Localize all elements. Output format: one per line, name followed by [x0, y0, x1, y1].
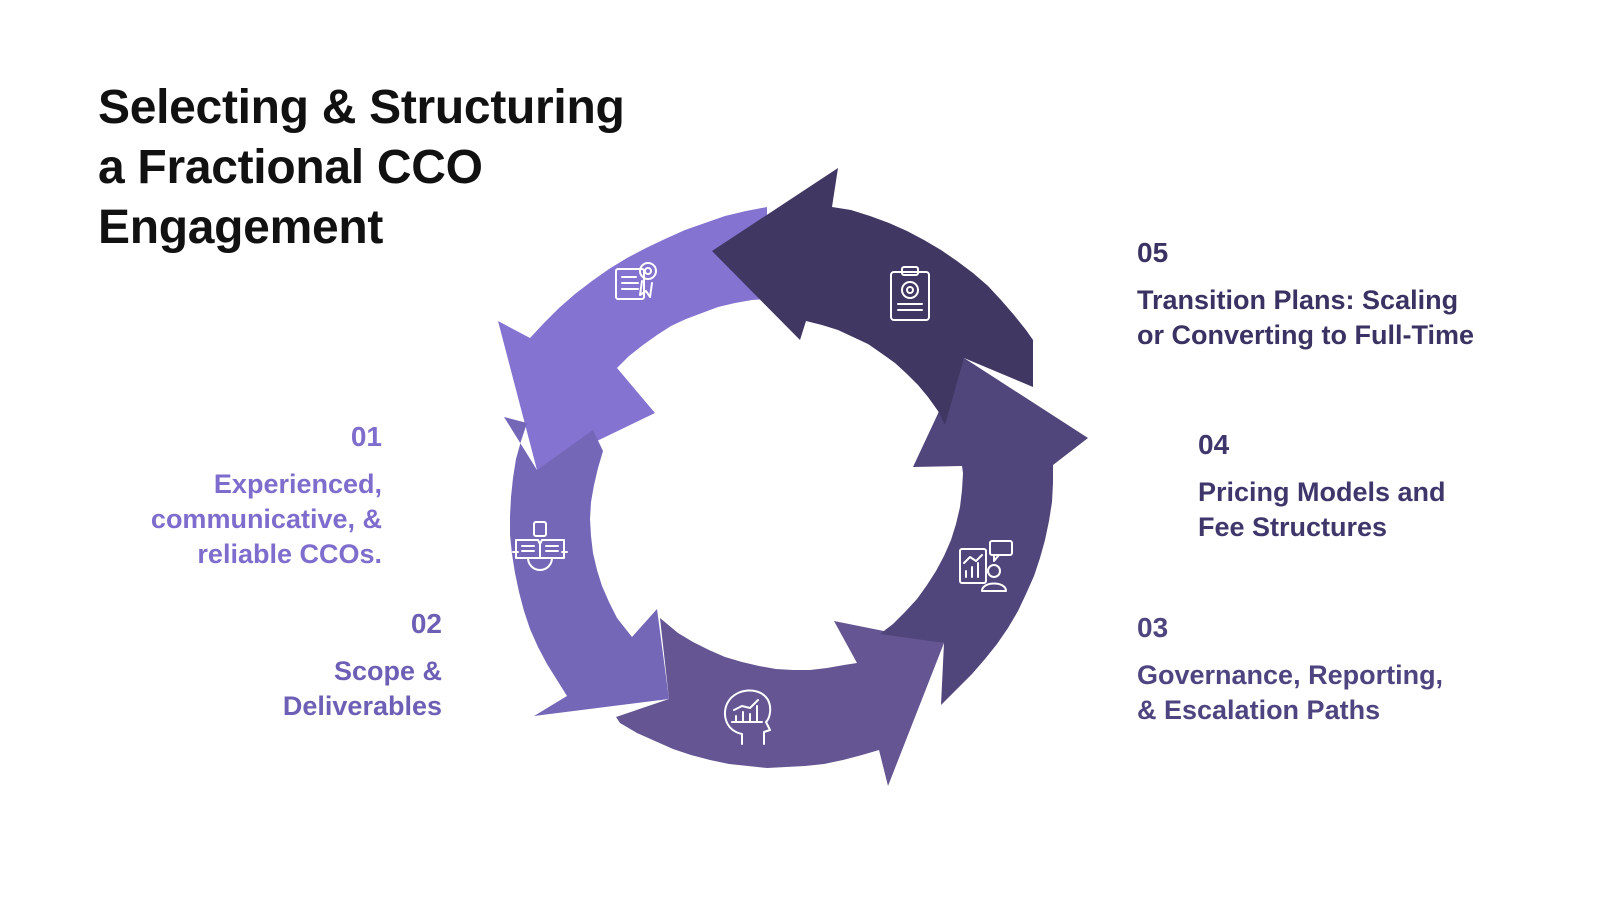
step-label: Experienced, communicative, & reliable C…	[80, 467, 382, 572]
step-number: 04	[1198, 429, 1230, 460]
step-number: 03	[1137, 612, 1169, 643]
step-label-line: & Escalation Paths	[1137, 695, 1381, 725]
step-05: 05 Transition Plans: Scaling or Converti…	[1137, 236, 1587, 353]
step-label-line: reliable CCOs.	[197, 539, 382, 569]
step-label: Transition Plans: Scaling or Converting …	[1137, 283, 1587, 353]
book-gear-icon	[512, 521, 568, 571]
step-label-line: Deliverables	[282, 691, 442, 721]
cycle-segment-04	[880, 358, 1088, 705]
clipboard-gear-icon	[890, 266, 930, 321]
step-label-line: Pricing Models and	[1198, 477, 1446, 507]
step-label-line: or Converting to Full-Time	[1137, 320, 1474, 350]
step-02: 02 Scope & Deliverables	[160, 607, 442, 724]
step-label-line: Experienced,	[213, 469, 382, 499]
step-label-line: Fee Structures	[1198, 512, 1388, 542]
report-chat-person-icon	[959, 540, 1013, 592]
step-number: 02	[410, 608, 442, 639]
title-line-3: Engagement	[98, 201, 384, 254]
step-04: 04 Pricing Models and Fee Structures	[1198, 428, 1578, 545]
step-number: 05	[1137, 237, 1169, 268]
cycle-segment-05	[712, 168, 1033, 425]
title-line-2: a Fractional CCO	[98, 141, 483, 194]
step-number: 01	[350, 421, 382, 452]
cycle-segment-01	[498, 200, 767, 470]
cycle-segment-03	[616, 618, 944, 786]
title-line-1: Selecting & Structuring	[98, 81, 625, 134]
step-label-line: Scope &	[333, 656, 442, 686]
step-label-line: Transition Plans: Scaling	[1137, 285, 1459, 315]
step-label-line: Governance, Reporting,	[1137, 660, 1444, 690]
page-title: Selecting & Structuring a Fractional CCO…	[98, 78, 738, 258]
certificate-gear-icon	[615, 262, 657, 300]
cycle-segment-02	[504, 417, 669, 716]
step-01: 01 Experienced, communicative, & reliabl…	[80, 420, 382, 572]
step-label: Pricing Models and Fee Structures	[1198, 475, 1578, 545]
step-03: 03 Governance, Reporting, & Escalation P…	[1137, 611, 1577, 728]
step-label: Governance, Reporting, & Escalation Path…	[1137, 658, 1577, 728]
head-chart-icon	[724, 689, 772, 745]
step-label-line: communicative, &	[150, 504, 382, 534]
step-label: Scope & Deliverables	[160, 654, 442, 724]
